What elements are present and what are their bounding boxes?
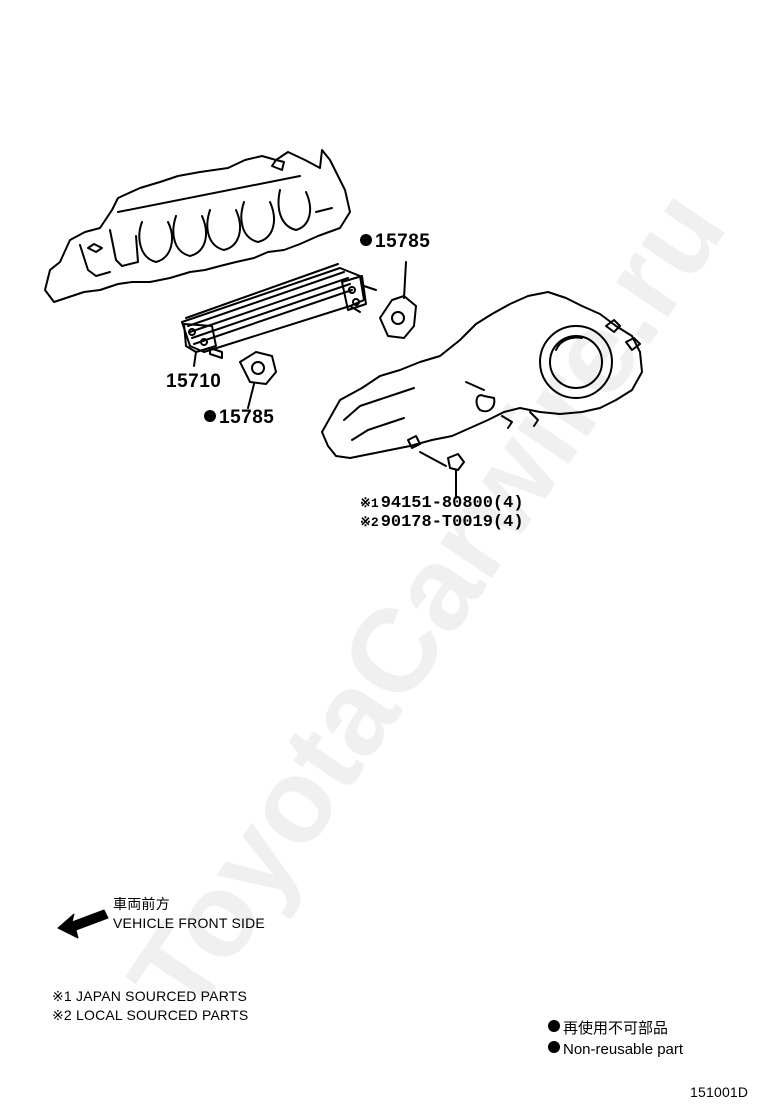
legend-text-jp: 再使用不可部品 [563,1020,669,1037]
callout-gasket-lower: 15785 [204,408,274,427]
ref-mark-1: ※1 [360,496,379,511]
front-direction-arrow [57,909,109,939]
direction-label-en: VEHICLE FRONT SIDE [113,915,265,931]
legend-text-en: Non-reusable part [563,1041,684,1058]
callout-gasket-upper: 15785 [360,232,430,251]
part-number-15710: 15710 [166,371,222,392]
part-number-15785-upper: 15785 [375,231,431,252]
legend-dot-icon [548,1020,560,1032]
part-number-fastener-1: 94151-80800(4) [380,494,524,513]
legend-non-reusable-en: Non-reusable part [548,1041,683,1057]
non-reusable-marker-icon [204,410,216,422]
callout-oil-cooler: 15710 [166,372,221,391]
part-number-15785-lower: 15785 [219,407,275,428]
direction-label-jp: 車両前方 [113,896,170,912]
figure-id: 151001D [690,1084,749,1100]
note-local-sourced: ※2 LOCAL SOURCED PARTS [52,1007,249,1023]
ref-mark-2: ※2 [360,515,379,530]
oil-cooler-drawing [181,263,377,359]
part-number-fastener-2: 90178-T0019(4) [380,513,524,532]
engine-block-drawing [44,149,351,303]
legend-dot-icon [548,1041,560,1053]
note-japan-sourced: ※1 JAPAN SOURCED PARTS [52,988,248,1004]
engine-head-drawing [321,291,643,499]
non-reusable-marker-icon [360,234,372,246]
gasket-lower-drawing [239,351,277,409]
legend-non-reusable-jp: 再使用不可部品 [548,1020,668,1036]
gasket-upper-drawing [379,261,417,339]
